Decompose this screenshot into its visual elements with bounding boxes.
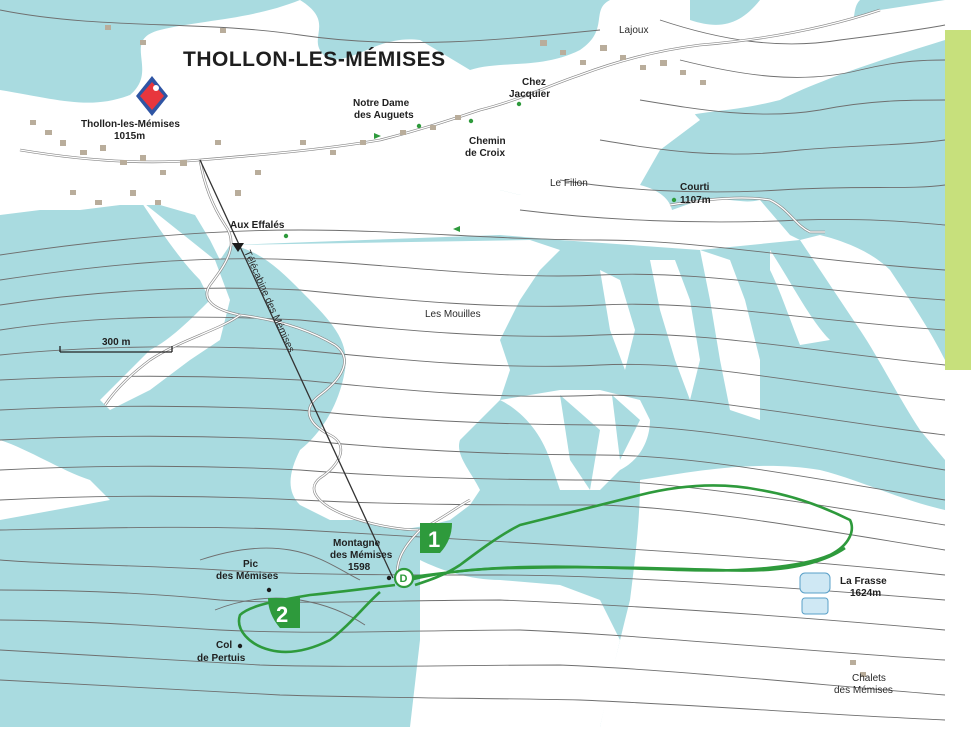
place-lajoux: Lajoux bbox=[619, 25, 648, 36]
place-frasse-altitude: 1624m bbox=[850, 588, 881, 599]
place-col: Col bbox=[216, 640, 232, 651]
place-thollon-altitude: 1015m bbox=[114, 131, 145, 142]
cable-car-line bbox=[199, 159, 394, 579]
svg-text:D: D bbox=[400, 573, 408, 585]
route-badge-2-label: 2 bbox=[276, 602, 288, 627]
place-jacquier: Jacquier bbox=[509, 89, 550, 100]
place-markers bbox=[237, 101, 677, 649]
place-montagne-altitude: 1598 bbox=[348, 562, 371, 573]
place-courti: Courti bbox=[680, 182, 710, 193]
resort-logo-icon bbox=[136, 76, 168, 116]
contour-lines bbox=[0, 9, 946, 721]
place-effales: Aux Effalés bbox=[230, 220, 285, 231]
place-pic: Pic bbox=[243, 559, 258, 570]
route-badge-1-label: 1 bbox=[428, 527, 440, 552]
place-filion: Le Filion bbox=[550, 178, 588, 189]
place-des-memises: des Mémises bbox=[330, 550, 393, 561]
cable-car-arrow-icon bbox=[232, 243, 244, 252]
place-chemin: Chemin bbox=[469, 136, 506, 147]
frasse-lake bbox=[799, 572, 831, 594]
village-buildings bbox=[30, 25, 866, 677]
place-de-pertuis: de Pertuis bbox=[197, 653, 246, 664]
place-de-croix: de Croix bbox=[465, 148, 505, 159]
place-notre-dame: Notre Dame bbox=[353, 98, 410, 109]
frasse-pond bbox=[801, 597, 829, 615]
legend-band bbox=[945, 30, 971, 370]
start-marker-icon: D bbox=[393, 567, 415, 589]
place-frasse: La Frasse bbox=[840, 576, 887, 587]
place-chalets-des-memises: des Mémises bbox=[834, 685, 893, 696]
place-chez: Chez bbox=[522, 77, 546, 88]
route-badge-1: 1 bbox=[420, 523, 452, 553]
place-mouilles: Les Mouilles bbox=[425, 309, 481, 320]
route-badge-2: 2 bbox=[268, 598, 300, 628]
place-thollon: Thollon-les-Mémises bbox=[81, 119, 180, 130]
place-montagne: Montagne bbox=[333, 538, 381, 549]
legend-band-gap bbox=[945, 0, 971, 30]
place-pic-des-memises: des Mémises bbox=[216, 571, 279, 582]
scale-bar: 300 m bbox=[59, 337, 173, 353]
map-title: THOLLON-LES-MÉMISES bbox=[183, 48, 446, 71]
place-des-auguets: des Auguets bbox=[354, 110, 414, 121]
place-chalets: Chalets bbox=[852, 673, 886, 684]
route-trails bbox=[237, 484, 854, 654]
place-courti-altitude: 1107m bbox=[680, 195, 711, 206]
scale-label: 300 m bbox=[102, 337, 130, 348]
